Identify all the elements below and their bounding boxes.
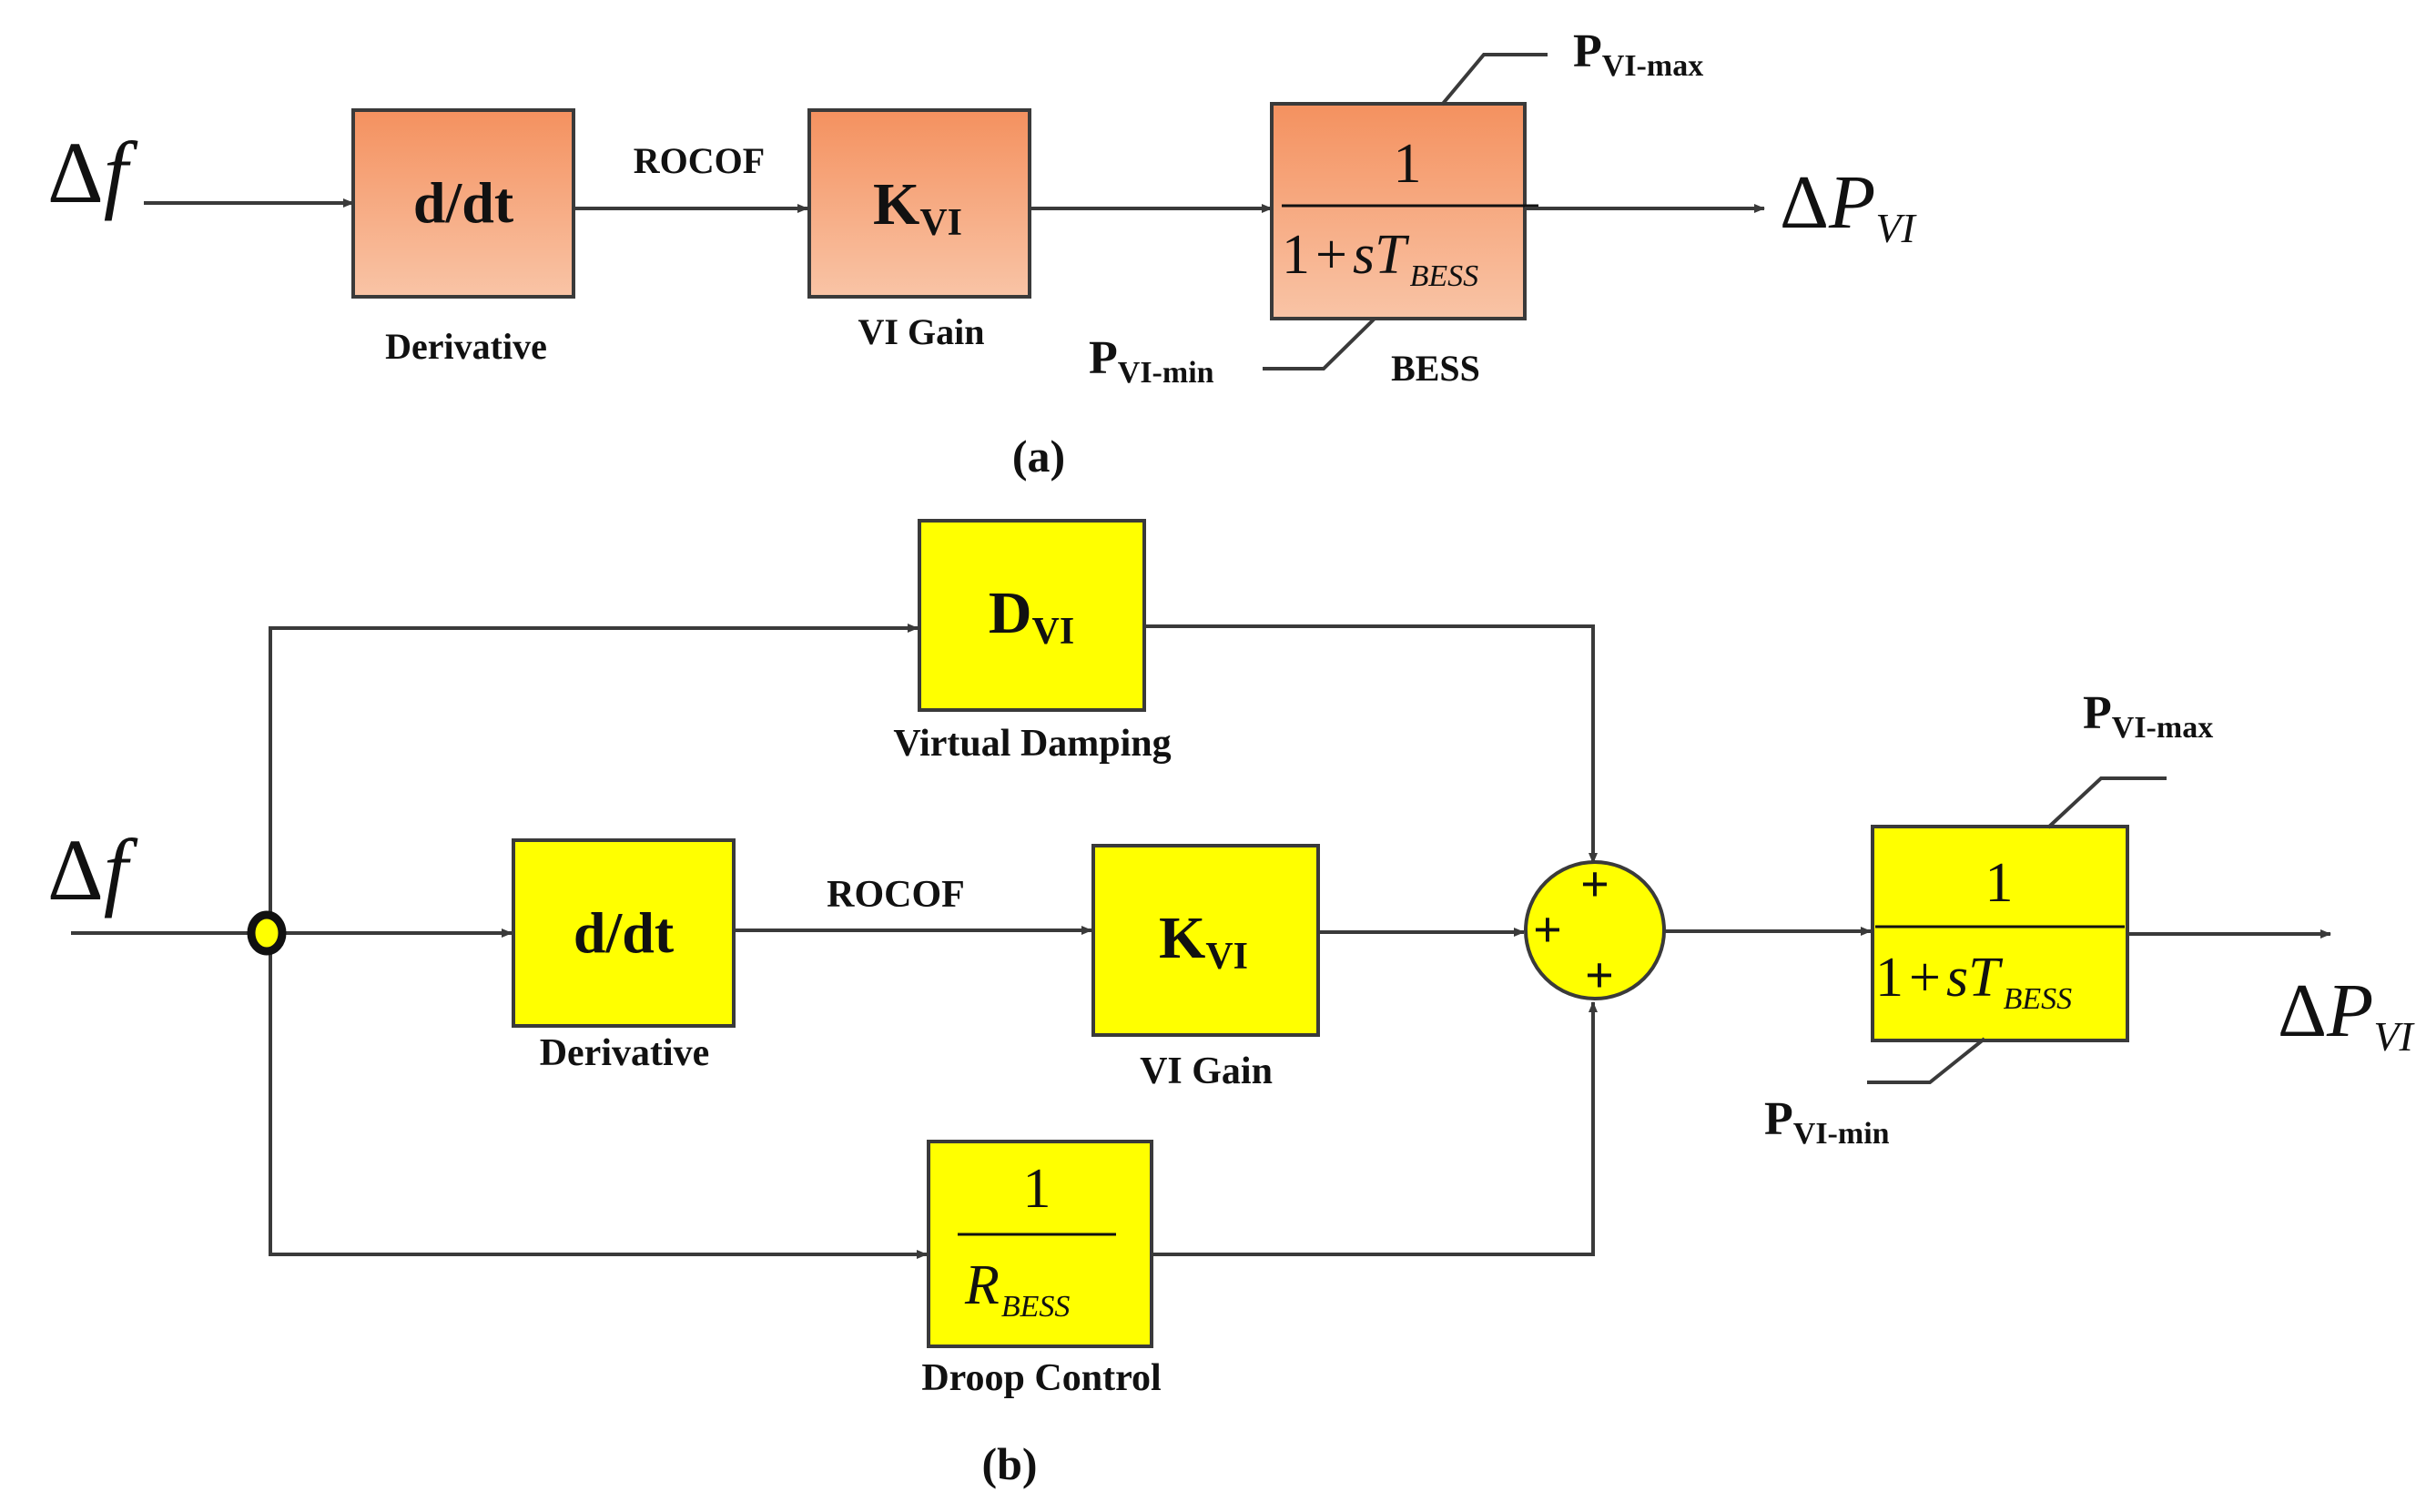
panel-a-derivative-caption: Derivative [385,326,547,367]
panel-b-derivative-caption: Derivative [540,1032,710,1074]
panel-b-damping-to-sum-wire [1144,624,1598,864]
panel-a-gain-block [807,108,1031,299]
panel-a-limit-max-leader [1440,53,1548,107]
panel-a-rocof-label: ROCOF [634,140,765,181]
panel-b-derivative-text: d/dt [574,900,675,965]
panel-a-caption: (a) [1012,431,1065,482]
panel-b-pickoff-node [247,910,287,956]
panel-b-rocof-label: ROCOF [827,874,965,916]
panel-b-droop-branch-wire [269,933,928,1259]
panel-b: Δf DVI Virtual Damping d/dt Derivative R… [47,519,2415,1489]
panel-a-limit-min-label: PVI-min [1089,332,1214,390]
panel-a-gain-text: KVI [873,171,962,244]
panel-a-bess-caption: BESS [1391,348,1480,389]
panel-b-limit-max-leader [2046,776,2167,829]
panel-b-damping-caption: Virtual Damping [893,723,1171,765]
panel-b-bess-block [1871,825,2129,1042]
panel-b-bess-numerator: 1 [1985,852,2014,914]
panel-b-damping-text: DVI [989,580,1074,653]
panel-a-limit-max-label: PVI-max [1573,25,1703,83]
panel-b-gain-block [1091,844,1320,1037]
panel-b-droop-block [927,1140,1153,1348]
panel-b-gain-caption: VI Gain [1140,1050,1273,1092]
panel-b-output-label: ΔPVI [2278,969,2415,1060]
panel-a-bess-numerator: 1 [1394,133,1422,195]
panel-a: Δf d/dt Derivative ROCOF KVI VI Gain 1 1… [47,25,1917,482]
panel-b-droop-to-sum-wire [1152,1001,1598,1256]
panel-b-sum-sign-left: + [1533,902,1562,959]
panel-b-limit-min-leader [1867,1037,1986,1084]
panel-b-sum-sign-top: + [1580,857,1609,913]
panel-b-gain-text: KVI [1159,905,1248,978]
panel-b-sum-sign-bottom: + [1585,948,1614,1004]
panel-a-limit-min-leader [1263,317,1376,370]
panel-b-limit-max-label: PVI-max [2083,687,2213,745]
panel-b-droop-caption: Droop Control [921,1357,1161,1399]
panel-a-input-label: Δf [47,124,138,221]
panel-a-derivative-block [351,108,575,299]
panel-b-caption: (b) [981,1438,1037,1489]
panel-b-derivative-block [512,838,736,1028]
panel-a-bess-block [1270,102,1527,320]
panel-a-output-label: ΔPVI [1780,160,1917,251]
panel-b-droop-numerator: 1 [1023,1158,1051,1220]
panel-a-gain-caption: VI Gain [858,311,985,352]
panel-b-droop-denominator: RBESS [964,1254,1070,1324]
panel-b-damping-branch-wire [269,624,919,933]
panel-b-damping-block [918,519,1146,712]
panel-b-input-label: Δf [47,821,138,918]
panel-a-derivative-text: d/dt [413,170,514,235]
panel-b-limit-min-label: PVI-min [1764,1093,1890,1151]
